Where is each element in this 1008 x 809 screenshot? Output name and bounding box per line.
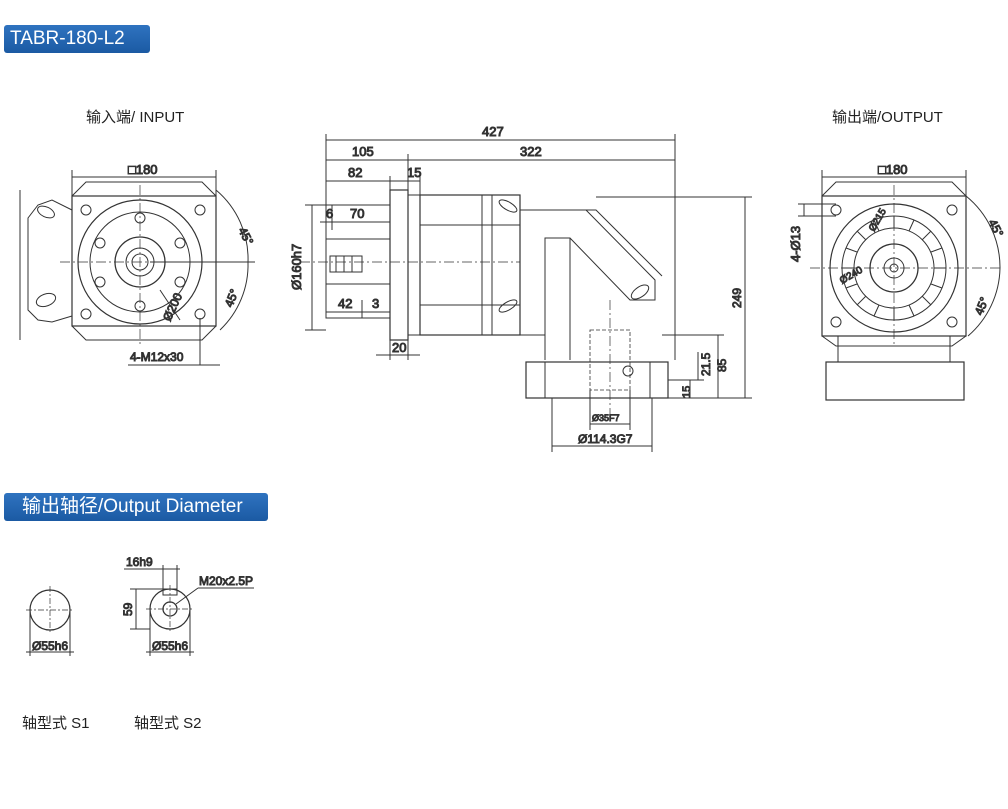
output-view-title: 输出端/OUTPUT [832,109,943,126]
shaft-s2-height: 59 [121,602,135,616]
side-dim-82: 82 [348,165,362,180]
input-view-title: 输入端/ INPUT [86,109,185,126]
model-title-badge: TABR-180-L2 [4,25,150,53]
output-angle-bottom: 45° [972,295,992,317]
side-dim-3: 3 [372,296,379,311]
side-dim-322: 322 [520,144,542,159]
side-pilot-dim: Ø160h7 [289,244,304,290]
shaft-s1-diameter: Ø55h6 [32,639,68,653]
side-dim-20: 20 [392,340,406,355]
side-dim-15-top: 15 [407,165,421,180]
shaft-s2-key: 16h9 [126,555,153,569]
side-dim-21-5: 21.5 [699,352,713,376]
output-diameter-title: 输出轴径/Output Diameter [22,496,243,517]
side-dim-15-side: 15 [681,386,693,398]
side-height-249: 249 [730,288,744,308]
input-view [19,170,255,366]
shaft-s2-thread: M20x2.5P [199,574,253,588]
shaft-s2-label: 轴型式 S2 [134,715,202,732]
output-angle-top: 45° [985,217,1006,240]
input-angle-top: 45° [235,225,256,248]
output-diameter-badge: 输出轴径/Output Diameter [4,493,268,521]
input-square-dim: □180 [128,162,158,177]
side-dim-105: 105 [352,144,374,159]
side-dim-6: 6 [326,206,333,221]
side-view [300,134,752,452]
shaft-s2-drawing [124,565,254,656]
input-bolts-dim: 4-M12x30 [130,350,184,364]
output-square-dim: □180 [878,162,908,177]
side-dim-70: 70 [350,206,364,221]
side-dim-42: 42 [338,296,352,311]
shaft-s2-diameter: Ø55h6 [152,639,188,653]
side-bore-35: Ø35F7 [592,413,620,423]
output-holes-dim: 4-Ø13 [788,226,803,262]
output-pcd-215: Ø215 [867,206,889,233]
side-total-length: 427 [482,124,504,139]
model-title: TABR-180-L2 [10,28,125,49]
output-view [798,170,1001,401]
side-dim-85: 85 [715,358,729,372]
shaft-s1-drawing [26,586,74,656]
shaft-s1-label: 轴型式 S1 [22,715,90,732]
side-bore-114: Ø114.3G7 [578,432,633,446]
